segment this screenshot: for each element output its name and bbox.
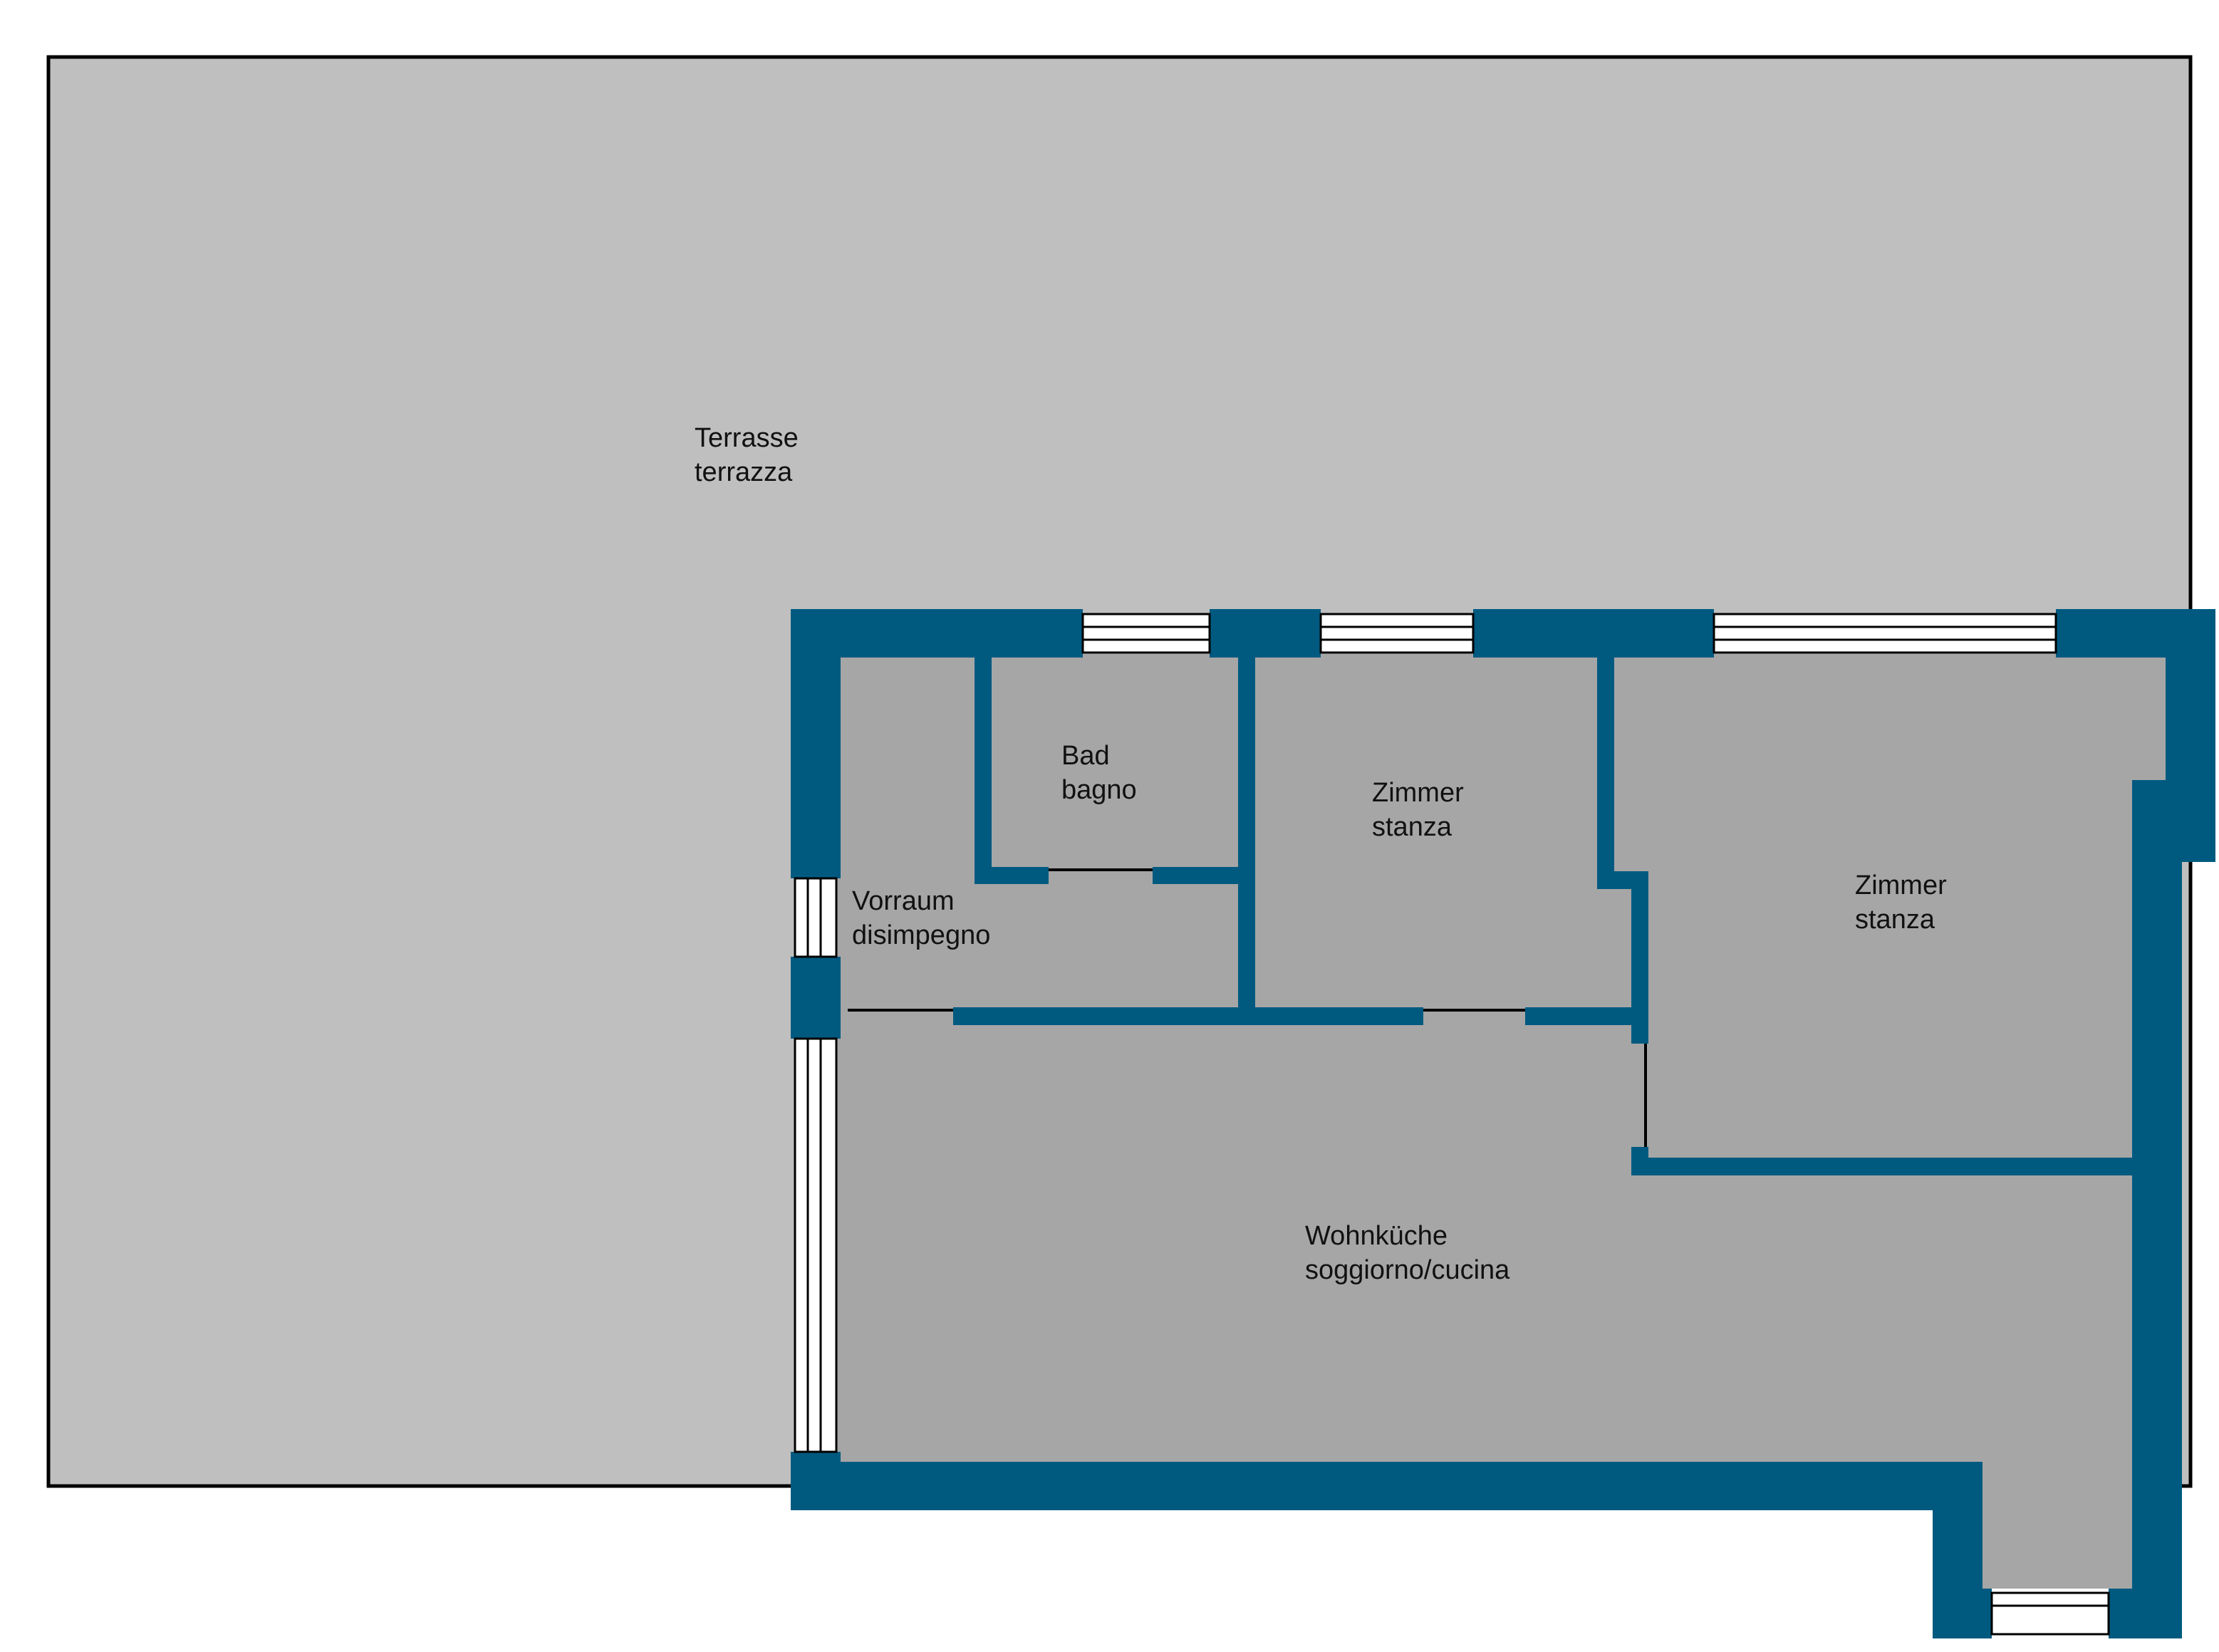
label-room2: Zimmer stanza: [1855, 871, 1954, 935]
wall-room2-left: [1597, 658, 1614, 889]
window: [1990, 1591, 2110, 1636]
label-living-line1: Wohnküche: [1305, 1221, 1448, 1251]
wall-bathroom-right: [1238, 658, 1255, 1025]
label-terrace-line2: terrazza: [695, 457, 793, 487]
apartment-floor: [816, 634, 2166, 1589]
wall-top: [1210, 609, 1321, 658]
label-room1-line2: stanza: [1372, 812, 1453, 842]
label-room2-line1: Zimmer: [1855, 871, 1947, 900]
label-living-line2: soggiorno/cucina: [1305, 1255, 1510, 1285]
wall-left: [791, 609, 841, 878]
wall-room2-bottom: [1631, 1147, 1648, 1175]
label-room1: Zimmer stanza: [1372, 778, 1471, 842]
label-living: Wohnküche soggiorno/cucina: [1305, 1221, 1510, 1285]
label-hall-line1: Vorraum: [852, 886, 955, 916]
wall-top: [1473, 609, 1714, 658]
label-hall: Vorraum disimpegno: [852, 886, 990, 950]
wall-room2-bottom: [1631, 1158, 2132, 1175]
wall-left: [791, 957, 841, 1039]
window: [1713, 613, 2057, 654]
walls: [791, 609, 2215, 1638]
wall-bathroom-bottom: [975, 867, 1049, 884]
wall-hall-bottom: [953, 1007, 1423, 1025]
label-terrace: Terrasse terrazza: [695, 423, 806, 487]
label-room1-line1: Zimmer: [1372, 778, 1464, 808]
label-terrace-line1: Terrasse: [695, 423, 799, 453]
window: [794, 877, 838, 958]
wall-bathroom-bottom: [1153, 867, 1254, 884]
label-bathroom: Bad bagno: [1061, 741, 1137, 805]
wall-right: [2132, 780, 2182, 1638]
wall-bottom: [791, 1462, 1982, 1510]
wall-bathroom-left: [975, 658, 992, 884]
label-bathroom-line2: bagno: [1061, 775, 1137, 805]
label-bathroom-line1: Bad: [1061, 741, 1110, 771]
label-room2-line2: stanza: [1855, 905, 1935, 935]
wall-left: [791, 1452, 841, 1510]
window: [1319, 613, 1475, 654]
window: [1081, 613, 1211, 654]
windows: [794, 613, 2110, 1636]
wall-bottom: [1933, 1589, 1992, 1638]
doors: [848, 868, 1647, 1147]
window: [794, 1037, 838, 1453]
wall-bottom: [2109, 1589, 2181, 1638]
wall-room2-left: [1631, 871, 1648, 1044]
wall-room1-bottom: [1525, 1007, 1636, 1025]
label-hall-line2: disimpegno: [852, 920, 990, 950]
